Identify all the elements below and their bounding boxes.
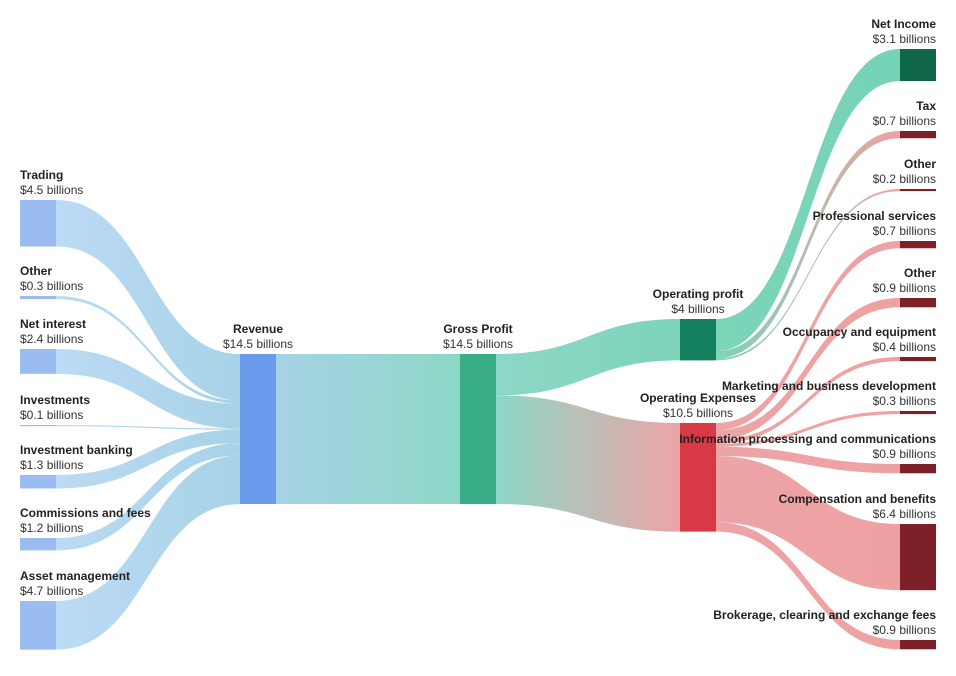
node-label-operating_expenses: Operating Expenses — [640, 391, 756, 405]
link-operating_expenses-to-info_processing — [716, 446, 900, 474]
node-label-other_out: Other — [904, 157, 936, 171]
node-gross_profit — [460, 354, 496, 504]
sankey-nodes — [20, 49, 936, 650]
node-asset_mgmt — [20, 601, 56, 650]
node-net_interest — [20, 349, 56, 374]
node-tax — [900, 131, 936, 139]
node-other_exp — [900, 298, 936, 308]
link-commissions-to-revenue — [56, 443, 240, 551]
node-label-tax: Tax — [916, 99, 936, 113]
node-occupancy — [900, 357, 936, 362]
node-value-marketing: $0.3 billions — [873, 394, 936, 408]
sankey-links — [56, 49, 900, 650]
node-operating_profit — [680, 319, 716, 361]
node-label-commissions: Commissions and fees — [20, 506, 151, 520]
link-operating_profit-to-tax — [716, 131, 900, 359]
node-marketing — [900, 411, 936, 415]
node-brokerage — [900, 640, 936, 650]
link-revenue-to-gross_profit — [276, 354, 460, 504]
node-label-other_exp: Other — [904, 266, 936, 280]
node-value-tax: $0.7 billions — [873, 114, 936, 128]
node-label-net_income: Net Income — [871, 17, 936, 31]
link-investment_banking-to-revenue — [56, 429, 240, 489]
node-professional — [900, 241, 936, 249]
link-gross_profit-to-operating_expenses — [496, 395, 680, 532]
node-label-marketing: Marketing and business development — [722, 379, 936, 393]
node-label-trading: Trading — [20, 168, 63, 182]
node-value-info_processing: $0.9 billions — [873, 447, 936, 461]
node-label-asset_mgmt: Asset management — [20, 569, 130, 583]
node-value-commissions: $1.2 billions — [20, 521, 83, 535]
node-label-revenue: Revenue — [233, 322, 283, 336]
node-net_income — [900, 49, 936, 82]
node-revenue — [240, 354, 276, 504]
node-value-net_interest: $2.4 billions — [20, 332, 83, 346]
node-operating_expenses — [680, 423, 716, 532]
node-value-net_income: $3.1 billions — [873, 32, 936, 46]
link-operating_expenses-to-professional — [716, 241, 900, 431]
node-info_processing — [900, 464, 936, 474]
node-value-asset_mgmt: $4.7 billions — [20, 584, 83, 598]
node-value-professional: $0.7 billions — [873, 224, 936, 238]
node-label-operating_profit: Operating profit — [653, 287, 744, 301]
node-value-other_in: $0.3 billions — [20, 279, 83, 293]
node-value-occupancy: $0.4 billions — [873, 340, 936, 354]
link-operating_profit-to-other_out — [716, 189, 900, 361]
node-label-professional: Professional services — [813, 209, 937, 223]
link-operating_expenses-to-other_exp — [716, 298, 900, 440]
node-value-operating_expenses: $10.5 billions — [663, 406, 733, 420]
node-investment_banking — [20, 475, 56, 489]
node-label-investments: Investments — [20, 393, 90, 407]
link-operating_profit-to-net_income — [716, 49, 900, 352]
link-net_interest-to-revenue — [56, 349, 240, 429]
node-trading — [20, 200, 56, 247]
node-label-occupancy: Occupancy and equipment — [783, 325, 936, 339]
node-investments — [20, 425, 56, 427]
node-commissions — [20, 538, 56, 551]
link-operating_expenses-to-occupancy — [716, 357, 900, 444]
node-label-investment_banking: Investment banking — [20, 443, 133, 457]
link-gross_profit-to-operating_profit — [496, 319, 680, 396]
node-value-trading: $4.5 billions — [20, 183, 83, 197]
node-value-investments: $0.1 billions — [20, 408, 83, 422]
node-label-net_interest: Net interest — [20, 317, 86, 331]
node-value-operating_profit: $4 billions — [671, 302, 724, 316]
node-label-compensation: Compensation and benefits — [779, 492, 937, 506]
link-operating_expenses-to-brokerage — [716, 522, 900, 650]
node-value-investment_banking: $1.3 billions — [20, 458, 83, 472]
node-label-info_processing: Information processing and communication… — [679, 432, 936, 446]
node-value-revenue: $14.5 billions — [223, 337, 293, 351]
link-trading-to-revenue — [56, 200, 240, 401]
node-label-gross_profit: Gross Profit — [443, 322, 512, 336]
node-compensation — [900, 524, 936, 591]
link-operating_expenses-to-marketing — [716, 411, 900, 447]
node-value-other_exp: $0.9 billions — [873, 281, 936, 295]
node-other_out — [900, 189, 936, 192]
node-value-compensation: $6.4 billions — [873, 507, 936, 521]
link-asset_mgmt-to-revenue — [56, 455, 240, 650]
link-operating_expenses-to-compensation — [716, 456, 900, 591]
node-label-other_in: Other — [20, 264, 52, 278]
node-value-other_out: $0.2 billions — [873, 172, 936, 186]
link-other_in-to-revenue — [56, 296, 240, 404]
node-value-brokerage: $0.9 billions — [873, 623, 936, 637]
node-other_in — [20, 296, 56, 300]
link-investments-to-revenue — [56, 425, 240, 430]
node-value-gross_profit: $14.5 billions — [443, 337, 513, 351]
node-label-brokerage: Brokerage, clearing and exchange fees — [713, 608, 936, 622]
